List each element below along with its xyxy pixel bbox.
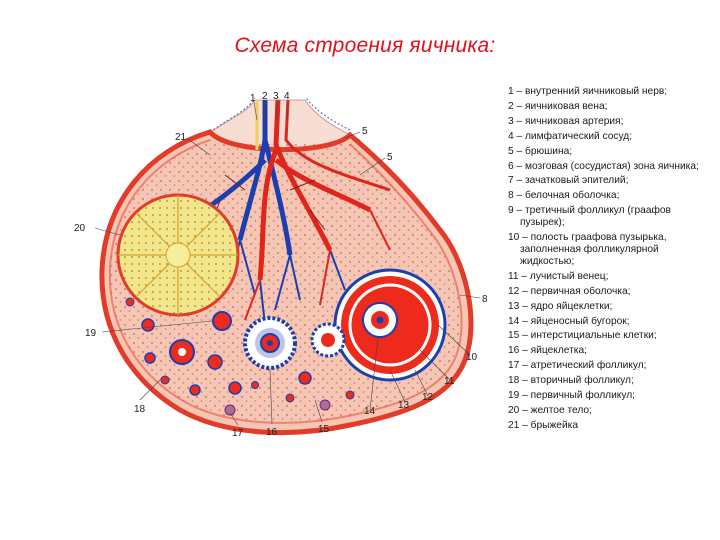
label-17: 17 [232, 428, 244, 439]
legend-item: 20 – желтое тело; [508, 405, 713, 417]
tertiary-follicle [335, 270, 445, 380]
legend-item: 6 – мозговая (сосудистая) зона яичника; [508, 161, 713, 173]
label-14: 14 [364, 406, 376, 417]
legend-item: 19 – первичный фолликул; [508, 390, 713, 402]
legend-item: 21 – брыжейка [508, 420, 713, 432]
legend-list: 1 – внутренний яичниковый нерв; 2 – яичн… [508, 86, 713, 435]
legend-item: 11 – лучистый венец; [508, 271, 713, 283]
legend-item: 9 – третичный фолликул (граафов пузырек)… [508, 205, 713, 229]
legend-item: 13 – ядро яйцеклетки; [508, 301, 713, 313]
label-15: 15 [318, 424, 330, 435]
ovary-diagram: 1 2 3 4 5 5 21 20 19 18 17 16 15 14 13 1… [60, 80, 500, 460]
label-21: 21 [175, 132, 187, 143]
legend-item: 2 – яичниковая вена; [508, 101, 713, 113]
label-19: 19 [85, 328, 97, 339]
legend-item: 18 – вторичный фолликул; [508, 375, 713, 387]
label-16: 16 [266, 427, 278, 438]
label-20: 20 [74, 223, 86, 234]
secondary-follicle [312, 324, 344, 356]
label-5: 5 [387, 152, 393, 163]
legend-item: 17 – атретический фолликул; [508, 360, 713, 372]
legend-item: 16 – яйцеклетка; [508, 345, 713, 357]
legend-item: 7 – зачатковый эпителий; [508, 175, 713, 187]
legend-item: 8 – белочная оболочка; [508, 190, 713, 202]
label-12: 12 [422, 392, 434, 403]
label-18: 18 [134, 404, 146, 415]
legend-item: 15 – интерстициальные клетки; [508, 330, 713, 342]
legend-item: 12 – первичная оболочка; [508, 286, 713, 298]
secondary-follicle [245, 318, 295, 368]
page-title: Схема строения яичника: [0, 34, 720, 58]
label-13: 13 [398, 400, 410, 411]
label-5: 5 [362, 126, 368, 137]
legend-item: 14 – яйценосный бугорок; [508, 316, 713, 328]
legend-item: 3 – яичниковая артерия; [508, 116, 713, 128]
legend-item: 1 – внутренний яичниковый нерв; [508, 86, 713, 98]
label-1: 1 [250, 93, 256, 104]
label-11: 11 [444, 376, 455, 387]
label-3: 3 [273, 91, 279, 102]
label-2: 2 [262, 91, 268, 102]
corpus-luteum [118, 195, 238, 315]
legend-item: 10 – полость граафова пузырька, заполнен… [508, 232, 713, 268]
label-10: 10 [466, 352, 478, 363]
legend-item: 5 – брюшина; [508, 146, 713, 158]
label-8: 8 [482, 294, 488, 305]
legend-item: 4 – лимфатический сосуд; [508, 131, 713, 143]
label-4: 4 [284, 91, 290, 102]
